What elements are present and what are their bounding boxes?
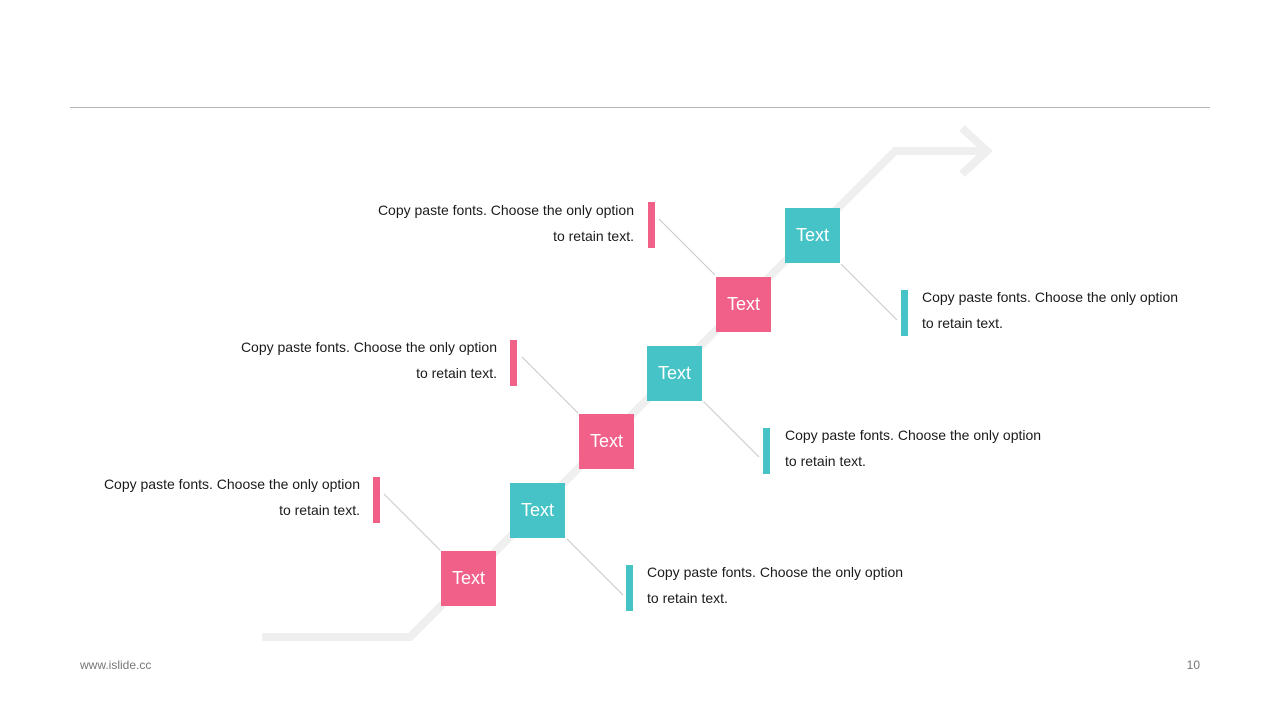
step-label-1: Text xyxy=(451,568,485,588)
arrow-right-icon xyxy=(959,125,993,177)
step-description-5: Copy paste fonts. Choose the only option… xyxy=(377,202,634,244)
step-marker-6 xyxy=(901,290,908,336)
step-box-3: Text xyxy=(579,414,634,469)
step-marker-3 xyxy=(510,340,517,386)
step-marker-5 xyxy=(648,202,655,248)
title-divider xyxy=(70,107,1210,108)
connector-line-3 xyxy=(521,356,579,414)
step-marker-1 xyxy=(373,477,380,523)
step-description-1: Copy paste fonts. Choose the only option… xyxy=(103,476,360,518)
step-box-5: Text xyxy=(716,277,771,332)
step-box-4: Text xyxy=(647,346,702,401)
step-description-3: Copy paste fonts. Choose the only option… xyxy=(240,339,497,381)
step-label-4: Text xyxy=(657,363,691,383)
step-label-3: Text xyxy=(589,431,623,451)
connector-line-6 xyxy=(840,263,898,321)
step-description-2: Copy paste fonts. Choose the only option… xyxy=(647,564,904,606)
step-marker-2 xyxy=(626,565,633,611)
step-description-4: Copy paste fonts. Choose the only option… xyxy=(785,427,1042,469)
footer-url: www.islide.cc xyxy=(80,658,152,672)
step-box-1: Text xyxy=(441,551,496,606)
step-label-6: Text xyxy=(795,225,829,245)
connector-line-2 xyxy=(566,538,624,596)
connector-line-5 xyxy=(658,218,716,276)
page-number: 10 xyxy=(1186,658,1200,672)
step-marker-4 xyxy=(763,428,770,474)
step-label-5: Text xyxy=(726,294,760,314)
connector-line-1 xyxy=(383,493,441,551)
step-label-2: Text xyxy=(520,500,554,520)
step-box-2: Text xyxy=(510,483,565,538)
connector-line-4 xyxy=(703,401,760,458)
step-description-6: Copy paste fonts. Choose the only option… xyxy=(922,289,1179,331)
step-box-6: Text xyxy=(785,208,840,263)
